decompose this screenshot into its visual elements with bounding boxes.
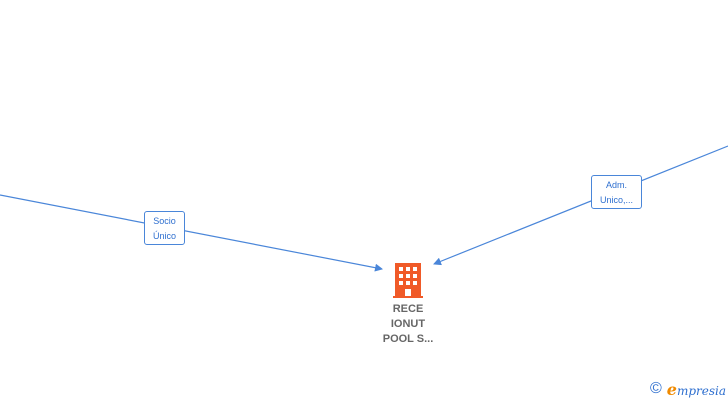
edge-label-line: Adm. <box>605 180 627 190</box>
edge-label-line: Socio <box>153 216 176 226</box>
company-name-line: IONUT <box>390 318 426 330</box>
company-name: RECE IONUT POOL S... <box>366 302 450 347</box>
edge-socio-unico <box>0 194 383 272</box>
edge-label-adm-unico[interactable]: Adm. Unico,... <box>591 175 642 209</box>
brand-footer: © empresia <box>650 379 726 399</box>
company-name-line: POOL S... <box>382 333 434 345</box>
edge-adm-unico <box>433 145 728 266</box>
building-icon <box>393 263 423 298</box>
logo-text: mpresia <box>676 383 727 398</box>
edge-label-socio-unico[interactable]: Socio Único <box>144 211 185 245</box>
company-node[interactable]: RECE IONUT POOL S... <box>366 263 450 347</box>
logo-initial: e <box>666 379 677 399</box>
edge-label-line: Unico,... <box>599 195 633 205</box>
edge-label-line: Único <box>152 231 176 241</box>
copyright-icon: © <box>650 380 662 397</box>
company-name-line: RECE <box>392 303 424 315</box>
empresia-logo: empresia <box>667 380 726 399</box>
